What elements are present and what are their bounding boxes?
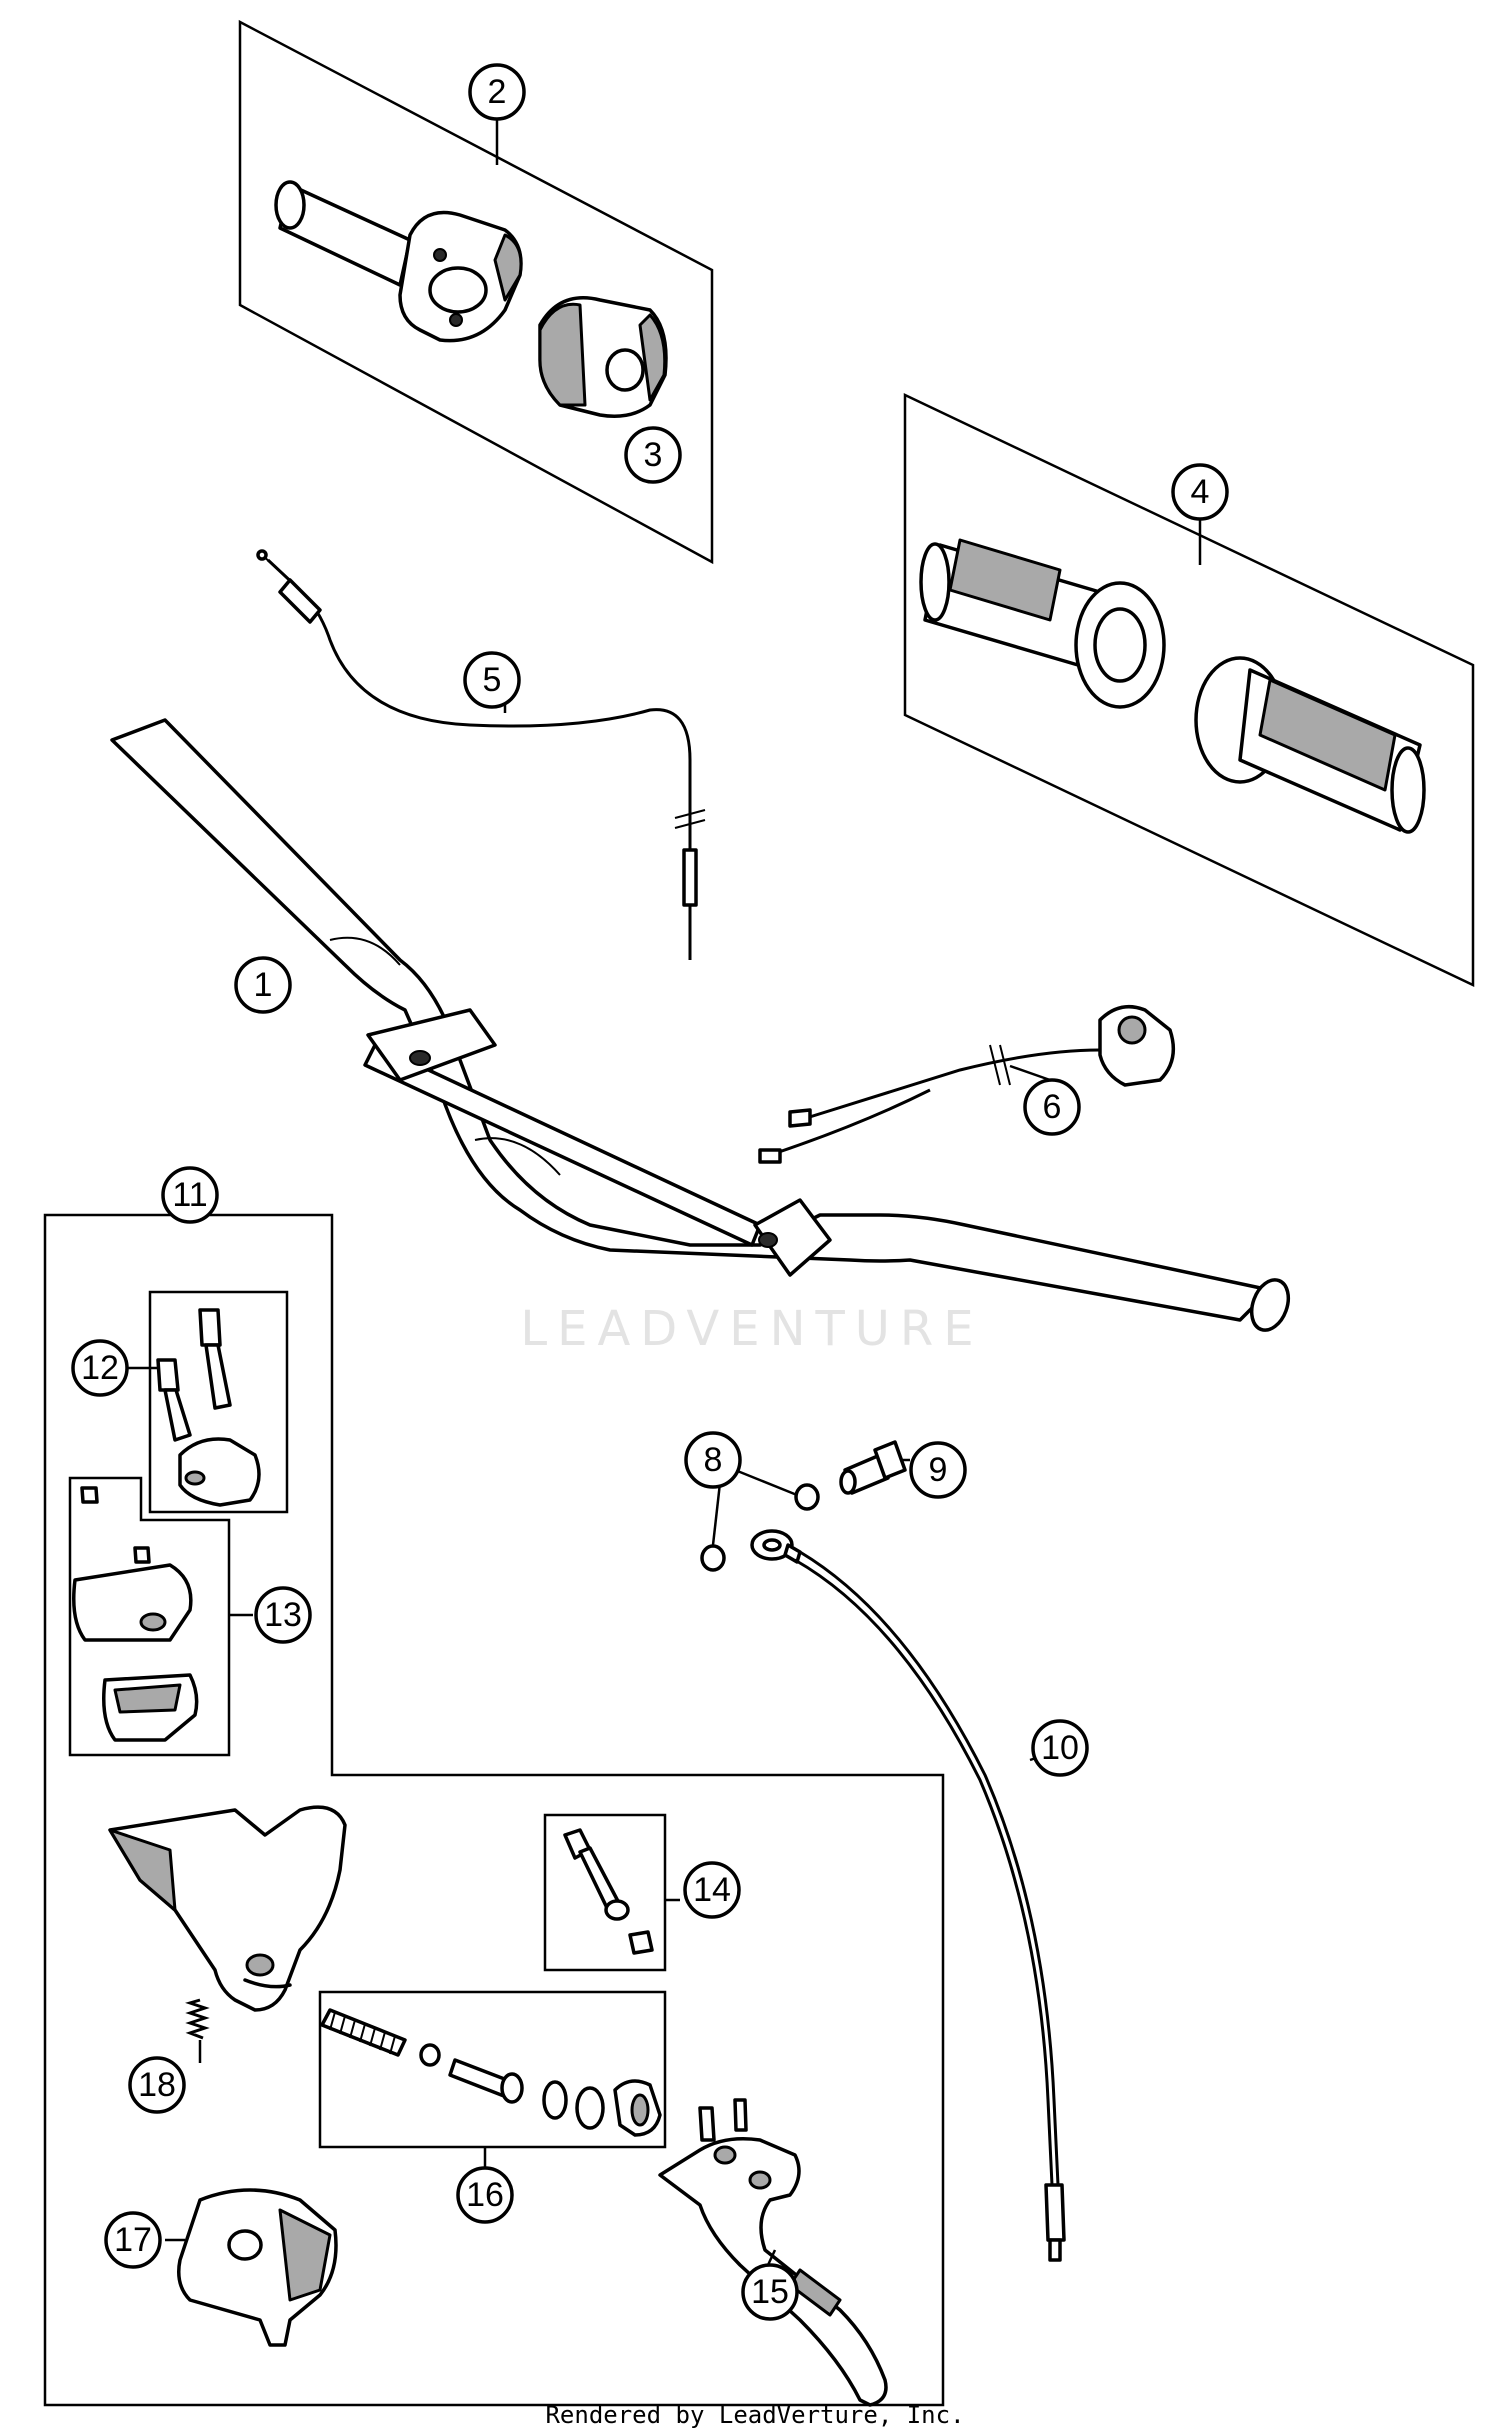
grips-part bbox=[919, 538, 1426, 834]
box-throttle-group bbox=[238, 19, 714, 565]
box-cover-group bbox=[68, 1476, 231, 1757]
callout-12: 12 bbox=[71, 1339, 129, 1397]
box-banjo-group bbox=[543, 1813, 667, 1972]
svg-text:4: 4 bbox=[1191, 473, 1210, 511]
handlebar-part bbox=[110, 718, 1291, 1332]
callout-18: 18 bbox=[128, 2056, 186, 2114]
svg-text:1: 1 bbox=[254, 966, 273, 1004]
svg-text:10: 10 bbox=[1041, 1729, 1079, 1767]
reservoir-cover-part bbox=[72, 1486, 199, 1742]
callout-11: 11 bbox=[161, 1166, 219, 1224]
callout-5: 5 bbox=[463, 651, 521, 709]
svg-text:16: 16 bbox=[466, 2176, 504, 2214]
svg-text:14: 14 bbox=[693, 1871, 731, 1909]
svg-text:5: 5 bbox=[483, 661, 502, 699]
callout-8: 8 bbox=[684, 1431, 742, 1489]
footer-credit: Rendered by LeadVerture, Inc. bbox=[545, 2401, 964, 2429]
svg-text:9: 9 bbox=[929, 1451, 948, 1489]
svg-text:2: 2 bbox=[488, 73, 507, 111]
svg-text:18: 18 bbox=[138, 2066, 176, 2104]
callout-17: 17 bbox=[104, 2211, 162, 2269]
callout-10: 10 bbox=[1031, 1719, 1089, 1777]
callout-2: 2 bbox=[468, 63, 526, 121]
throttle-cable-part bbox=[256, 549, 706, 960]
box-clamp-group bbox=[148, 1290, 289, 1514]
box-brake-assembly-group bbox=[43, 1213, 945, 2407]
banjo-assembly-part bbox=[563, 1828, 654, 1955]
watermark-text: LEADVENTURE bbox=[520, 1301, 983, 1357]
box-piston-group bbox=[318, 1990, 667, 2149]
box-grips-group bbox=[903, 393, 1475, 987]
callout-16: 16 bbox=[456, 2166, 514, 2224]
o-rings-part bbox=[700, 1483, 820, 1572]
callout-4: 4 bbox=[1171, 463, 1229, 521]
svg-text:3: 3 bbox=[644, 436, 663, 474]
lever-guard-part bbox=[177, 2188, 338, 2347]
clamp-bolts-part bbox=[156, 1308, 261, 1507]
svg-text:17: 17 bbox=[114, 2221, 152, 2259]
svg-text:6: 6 bbox=[1043, 1088, 1062, 1126]
svg-text:8: 8 bbox=[704, 1441, 723, 1479]
callout-13: 13 bbox=[254, 1586, 312, 1644]
banjo-bolt-part bbox=[839, 1440, 907, 1495]
piston-kit-part bbox=[320, 2008, 662, 2137]
spring-part bbox=[185, 1998, 210, 2040]
callout-1: 1 bbox=[234, 956, 292, 1014]
svg-text:13: 13 bbox=[264, 1596, 302, 1634]
throttle-housing-part bbox=[274, 180, 523, 343]
callout-3: 3 bbox=[624, 426, 682, 484]
svg-text:15: 15 bbox=[751, 2273, 789, 2311]
callout-9: 9 bbox=[909, 1441, 967, 1499]
throttle-cover-part bbox=[538, 296, 668, 418]
svg-text:11: 11 bbox=[172, 1176, 207, 1214]
brake-line-part bbox=[750, 1529, 1066, 2262]
kill-switch-part bbox=[758, 1004, 1176, 1164]
callout-6: 6 bbox=[1023, 1078, 1081, 1136]
callout-14: 14 bbox=[683, 1861, 741, 1919]
master-cylinder-body-part bbox=[108, 1805, 347, 2012]
callout-15: 15 bbox=[741, 2263, 799, 2321]
svg-text:12: 12 bbox=[81, 1349, 119, 1387]
